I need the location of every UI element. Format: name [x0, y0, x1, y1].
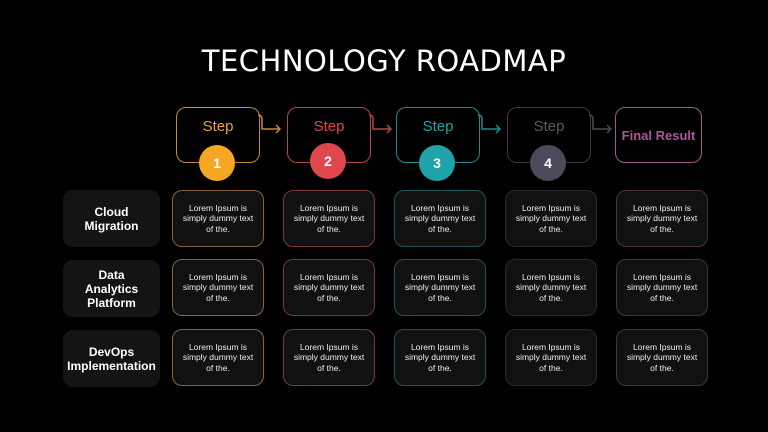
step-3-label: Step [422, 118, 454, 135]
page-title: TECHNOLOGY ROADMAP [201, 44, 567, 78]
cell: Lorem Ipsum is simply dummy text of the. [505, 190, 597, 247]
arrow-right-icon [257, 114, 282, 134]
step-2-badge: 2 [310, 143, 346, 179]
cell: Lorem Ipsum is simply dummy text of the. [394, 190, 486, 247]
cell: Lorem Ipsum is simply dummy text of the. [172, 259, 264, 316]
cell: Lorem Ipsum is simply dummy text of the. [172, 329, 264, 386]
cell: Lorem Ipsum is simply dummy text of the. [616, 259, 708, 316]
final-result-box: Final Result [615, 107, 702, 163]
step-4-label: Step [533, 118, 565, 135]
cell: Lorem Ipsum is simply dummy text of the. [616, 329, 708, 386]
step-3-badge: 3 [419, 145, 455, 181]
arrow-right-icon [477, 114, 502, 134]
cell: Lorem Ipsum is simply dummy text of the. [283, 190, 375, 247]
cell: Lorem Ipsum is simply dummy text of the. [505, 259, 597, 316]
step-4-badge: 4 [530, 145, 566, 181]
cell: Lorem Ipsum is simply dummy text of the. [172, 190, 264, 247]
cell: Lorem Ipsum is simply dummy text of the. [283, 259, 375, 316]
cell: Lorem Ipsum is simply dummy text of the. [394, 329, 486, 386]
cell: Lorem Ipsum is simply dummy text of the. [394, 259, 486, 316]
arrow-right-icon [368, 114, 393, 134]
cell: Lorem Ipsum is simply dummy text of the. [505, 329, 597, 386]
row-label-data-analytics: Data Analytics Platform [63, 260, 160, 317]
step-1-label: Step [202, 118, 234, 135]
row-label-devops: DevOps Implementation [63, 330, 160, 387]
row-label-cloud-migration: Cloud Migration [63, 190, 160, 247]
cell: Lorem Ipsum is simply dummy text of the. [616, 190, 708, 247]
step-2-label: Step [313, 118, 345, 135]
cell: Lorem Ipsum is simply dummy text of the. [283, 329, 375, 386]
step-1-badge: 1 [199, 145, 235, 181]
arrow-right-icon [588, 114, 613, 134]
